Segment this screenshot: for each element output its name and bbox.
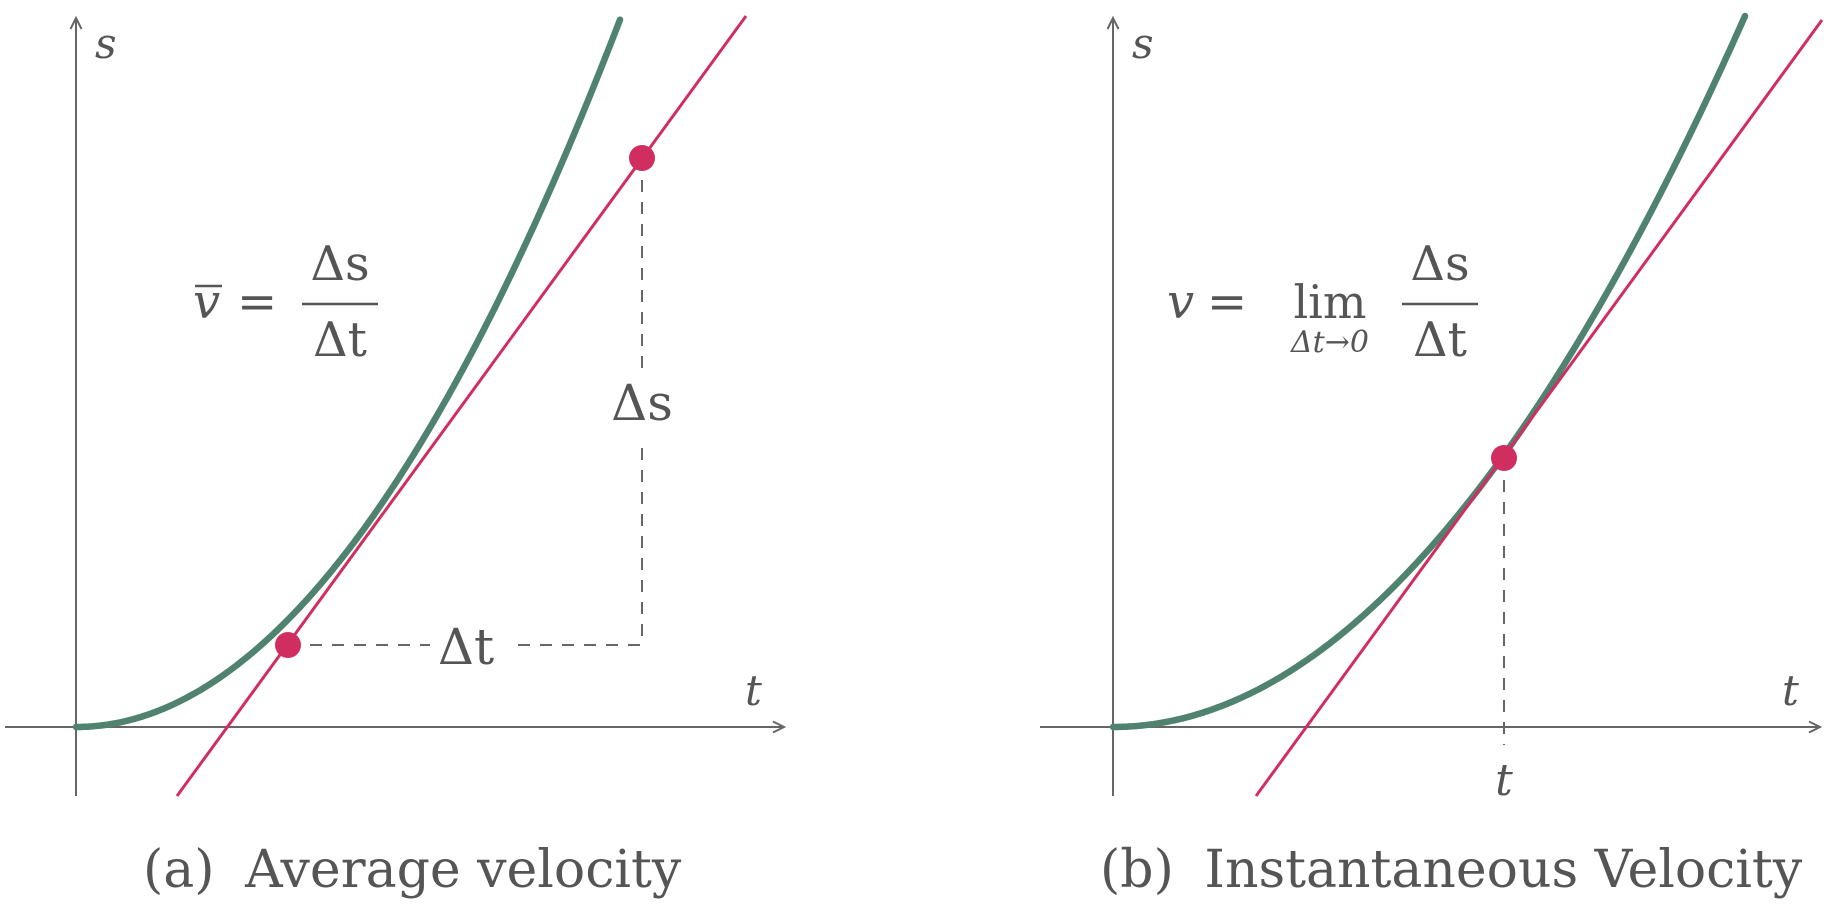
instantaneous-velocity-formula: v = lim Δt→0 Δs Δt	[1167, 236, 1478, 368]
caption-tag-b: (b)	[1100, 840, 1174, 900]
delta-s-label: Δs	[611, 374, 673, 432]
tangent-point	[1491, 445, 1517, 471]
secant-point-start	[275, 632, 301, 658]
average-velocity-formula: v = Δs Δt	[193, 236, 378, 368]
panel-instantaneous-velocity: s t t v = lim Δt→0 Δs Δt (b) Instantaneo…	[1040, 12, 1824, 900]
caption-b: (b) Instantaneous Velocity	[1100, 840, 1803, 900]
secant-point-end	[629, 145, 655, 171]
t-tick-label: t	[1495, 755, 1513, 806]
formula-equals: =	[237, 274, 277, 330]
formula-numerator: Δs	[310, 236, 369, 292]
caption-tag-a: (a)	[143, 840, 215, 900]
position-curve	[72, 16, 624, 731]
formula-denominator: Δt	[313, 312, 367, 368]
formula-lim: lim	[1293, 275, 1366, 329]
caption-a: (a) Average velocity	[143, 840, 682, 900]
panel-average-velocity: s t Δt Δs v = Δs Δt (a) Average velocity	[5, 15, 784, 900]
formula-numerator: Δs	[1410, 236, 1469, 292]
y-axis-label: s	[1132, 19, 1154, 68]
tangent-line	[1254, 19, 1824, 797]
secant-line	[175, 15, 748, 797]
x-axis-label: t	[745, 666, 762, 715]
caption-text-b: Instantaneous Velocity	[1204, 840, 1802, 900]
x-axis-label: t	[1782, 666, 1799, 715]
formula-denominator: Δt	[1413, 312, 1467, 368]
formula-lhs: v	[1167, 274, 1194, 330]
formula-equals: =	[1207, 274, 1247, 330]
delta-t-label: Δt	[438, 618, 494, 676]
caption-text-a: Average velocity	[244, 840, 682, 900]
position-curve	[1109, 12, 1749, 731]
formula-lim-subscript: Δt→0	[1290, 325, 1369, 360]
formula-lhs: v	[193, 274, 220, 330]
y-axis-label: s	[95, 19, 117, 68]
